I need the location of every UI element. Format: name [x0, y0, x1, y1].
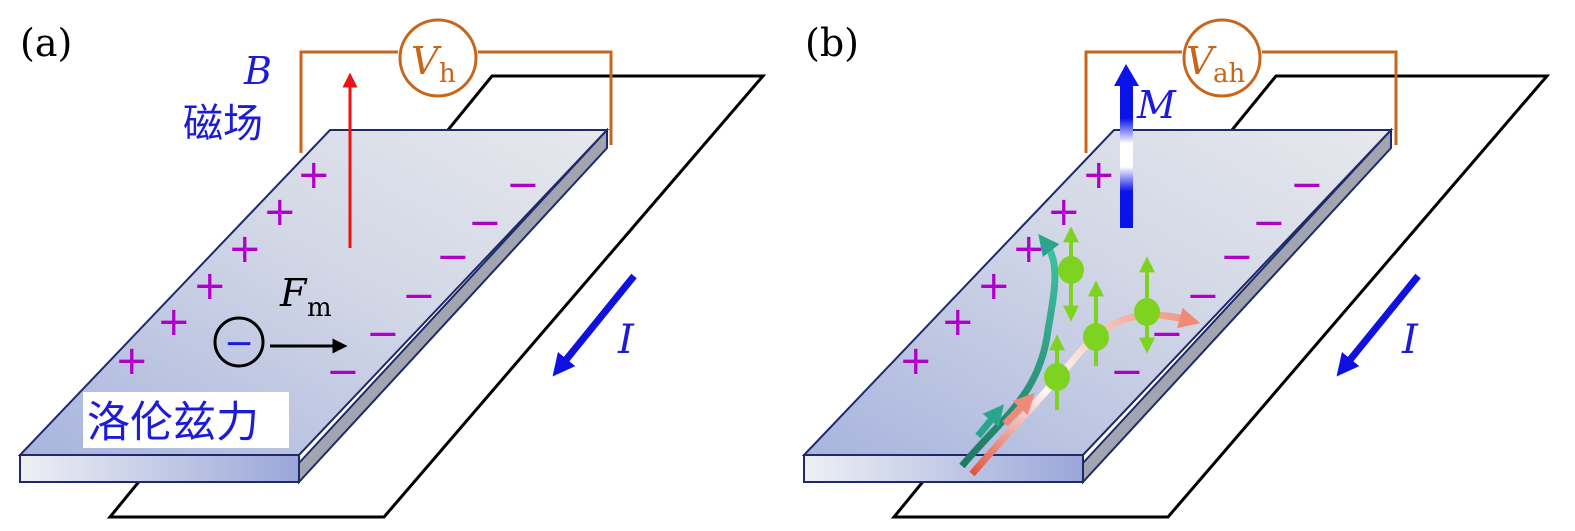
voltmeter-wire-a — [299, 50, 398, 153]
minus-charge: − — [436, 234, 470, 280]
voltmeter-a-subscript: h — [439, 59, 456, 89]
panel-b-label: (b) — [805, 21, 859, 65]
voltmeter-a — [398, 18, 478, 98]
minus-charges-a: − − − − − − — [326, 162, 540, 395]
slab-front-a — [19, 454, 300, 483]
lorentz-label: 洛伦兹力 — [87, 398, 259, 448]
magnetization-arrow — [1120, 82, 1133, 228]
plus-charge: + — [228, 226, 262, 272]
plus-charge: + — [297, 152, 331, 198]
lorentz-label-bg — [83, 392, 289, 448]
current-arrow-a — [552, 273, 637, 377]
voltmeter-b-subscript: ah — [1213, 59, 1246, 89]
plus-charge: + — [1047, 189, 1081, 235]
plus-charge: + — [941, 299, 975, 345]
panel-b: (b) V ah M + + + + + + − − − − — [801, 18, 1551, 519]
field-name: 磁场 — [183, 101, 263, 147]
minus-charge: − — [1186, 273, 1220, 319]
minus-charge: − — [402, 273, 436, 319]
trajectory-arrow-teal — [975, 404, 1004, 439]
minus-charge: − — [468, 200, 502, 246]
voltmeter-wire-b-right — [1262, 50, 1398, 145]
minus-charge: − — [1252, 200, 1286, 246]
minus-charges-b: − − − − − − — [1110, 162, 1324, 395]
field-symbol: B — [243, 49, 272, 93]
magnetization-arrowhead — [1114, 64, 1139, 86]
circuit-wire-b — [890, 74, 1551, 519]
current-symbol-b: I — [1401, 317, 1419, 363]
current-symbol-a: I — [617, 317, 635, 363]
panel-a-label: (a) — [20, 21, 72, 65]
electron-sign: − — [224, 323, 254, 364]
trajectory-arrow-salmon — [1002, 392, 1035, 427]
panel-a: (a) V h B 磁场 + + + + + + − − − − — [17, 18, 767, 519]
spin-electron — [1134, 256, 1160, 354]
force-symbol: F — [279, 271, 308, 315]
minus-charge: − — [506, 162, 540, 208]
plus-charge: + — [193, 263, 227, 309]
current-arrow-b — [1336, 273, 1421, 377]
plus-charges-a: + + + + + + — [115, 152, 331, 384]
plus-charge: + — [263, 189, 297, 235]
plus-charge: + — [157, 299, 191, 345]
magnetization-symbol: M — [1136, 83, 1177, 127]
slab-front-b — [803, 454, 1084, 483]
plus-charge: + — [899, 338, 933, 384]
electron — [213, 316, 265, 368]
plus-charge: + — [1012, 226, 1046, 272]
minus-charge: − — [1220, 234, 1254, 280]
plus-charges-b: + + + + + + — [899, 152, 1116, 384]
minus-charge: − — [366, 311, 400, 357]
plus-charge: + — [115, 338, 149, 384]
voltmeter-b — [1182, 18, 1262, 98]
minus-charge: − — [1110, 349, 1144, 395]
force-subscript: m — [307, 293, 332, 323]
plus-charge: + — [1082, 152, 1116, 198]
voltmeter-a-symbol: V — [411, 39, 442, 83]
spin-electron — [1044, 334, 1070, 410]
voltmeter-b-symbol: V — [1186, 39, 1217, 83]
slab-top-a — [17, 129, 610, 456]
plus-charge: + — [977, 263, 1011, 309]
voltmeter-wire-a-right — [478, 50, 613, 145]
voltmeter-wire-b — [1084, 50, 1182, 153]
minus-charge: − — [326, 349, 360, 395]
spin-electron — [1058, 226, 1084, 322]
spin-up-trajectory — [959, 234, 1060, 469]
circuit-wire-a — [106, 74, 767, 519]
spin-electron — [1083, 280, 1109, 366]
minus-charge: − — [1290, 162, 1324, 208]
